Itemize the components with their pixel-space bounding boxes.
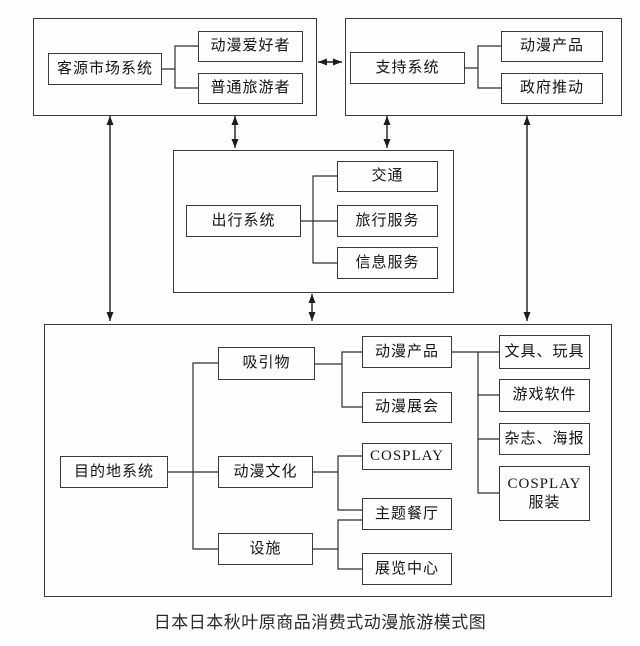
travel-system-frame xyxy=(173,150,454,293)
node-anime-products-support: 动漫产品 xyxy=(501,31,603,62)
source-market-system-frame xyxy=(33,18,317,116)
node-travel-services: 旅行服务 xyxy=(337,205,438,237)
wire-facilities-branch xyxy=(313,519,362,570)
node-stationery-toys: 文具、玩具 xyxy=(499,335,590,369)
node-destination-system: 目的地系统 xyxy=(60,456,168,488)
node-travel-system: 出行系统 xyxy=(186,205,301,237)
node-magazines-posters: 杂志、海报 xyxy=(499,423,590,455)
wire-culture-branch xyxy=(313,455,362,511)
node-ordinary-tourists: 普通旅游者 xyxy=(198,73,303,104)
support-system-frame xyxy=(345,18,622,116)
node-game-software: 游戏软件 xyxy=(499,379,590,412)
destination-system-frame xyxy=(44,324,612,597)
node-anime-fans: 动漫爱好者 xyxy=(198,31,303,62)
diagram-caption: 日本日本秋叶原商品消费式动漫旅游模式图 xyxy=(153,613,487,632)
node-exhibition-center: 展览中心 xyxy=(362,553,452,585)
node-anime-culture: 动漫文化 xyxy=(218,456,313,488)
node-facilities: 设施 xyxy=(218,533,313,565)
node-government-promotion: 政府推动 xyxy=(501,73,603,104)
wire-destination-branch xyxy=(168,362,218,550)
node-cosplay-costumes: COSPLAY 服装 xyxy=(499,466,590,521)
wire-travel-branch xyxy=(300,175,337,264)
node-support-system: 支持系统 xyxy=(350,52,465,84)
node-information-services: 信息服务 xyxy=(337,247,438,279)
wire-products-branch xyxy=(452,351,499,494)
wire-support-branch xyxy=(465,45,501,89)
node-attractions: 吸引物 xyxy=(218,347,315,380)
node-transportation: 交通 xyxy=(337,161,438,192)
node-anime-products: 动漫产品 xyxy=(362,336,452,368)
node-cosplay: COSPLAY xyxy=(362,443,452,470)
node-anime-exhibitions: 动漫展会 xyxy=(362,392,452,423)
wire-source-market-branch xyxy=(162,45,198,89)
wire-attractions-branch xyxy=(315,351,362,408)
node-theme-restaurant: 主题餐厅 xyxy=(362,498,452,530)
node-source-market-system: 客源市场系统 xyxy=(48,53,162,85)
